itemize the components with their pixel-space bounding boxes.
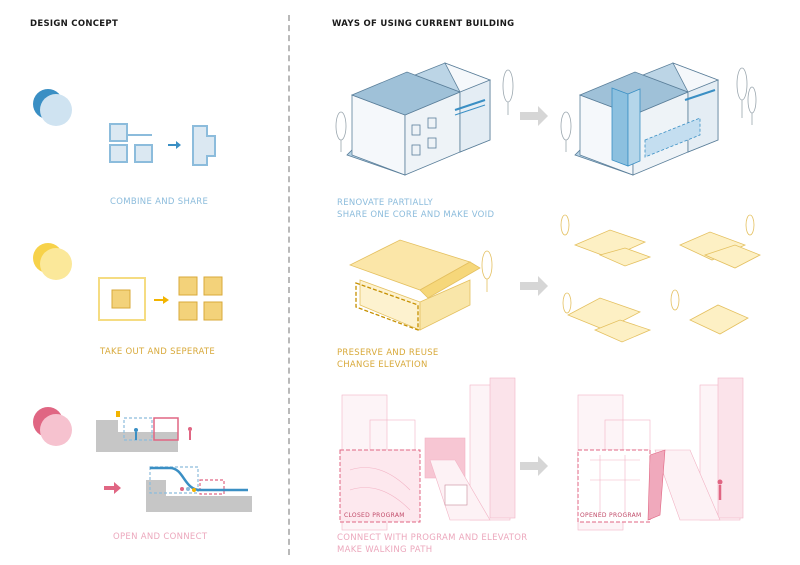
open-arrow-icon xyxy=(104,482,121,494)
concept-caption-connect: OPEN AND CONNECT xyxy=(113,532,208,542)
tree-icon xyxy=(481,250,493,280)
opened-program-tag: OPENED PROGRAM xyxy=(580,512,642,519)
section-divider xyxy=(288,15,290,555)
concept-caption-combine: COMBINE AND SHARE xyxy=(110,197,209,207)
way-caption-renovate: RENOVATE PARTIALLY SHARE ONE CORE AND MA… xyxy=(337,198,495,220)
tree-icon xyxy=(736,67,748,101)
concept-caption-separate: TAKE OUT AND SEPERATE xyxy=(100,347,216,357)
building-before-illustration xyxy=(346,62,492,176)
tree-icon xyxy=(502,69,514,103)
tree-icon xyxy=(335,111,347,141)
separate-diagram xyxy=(98,276,223,321)
yellow-overlap-circles xyxy=(33,243,72,280)
design-concept-heading: DESIGN CONCEPT xyxy=(30,19,119,29)
transform-arrow-icon xyxy=(520,106,548,126)
exploded-house-trees xyxy=(560,214,755,314)
street-after-illustration xyxy=(577,377,744,531)
separate-arrow-icon xyxy=(154,296,169,304)
tree-icon xyxy=(560,111,572,141)
house-illustration xyxy=(348,239,481,331)
building-after-illustration xyxy=(574,62,720,176)
open-diagram-after xyxy=(146,466,252,512)
way-caption-connect: CONNECT WITH PROGRAM AND ELEVATOR MAKE W… xyxy=(337,533,528,555)
transform-arrow-icon xyxy=(520,276,548,296)
exploded-houses-illustration xyxy=(567,229,761,343)
way-caption-preserve: PRESERVE AND REUSE CHANGE ELEVATION xyxy=(337,348,439,370)
ways-of-using-heading: WAYS OF USING CURRENT BUILDING xyxy=(332,19,515,29)
combine-diagram xyxy=(109,123,216,166)
closed-program-tag: CLOSED PROGRAM xyxy=(344,512,405,519)
transform-arrow-icon xyxy=(520,456,548,476)
combine-arrow-icon xyxy=(168,141,181,149)
street-before-illustration xyxy=(339,377,516,531)
pink-overlap-circles xyxy=(33,407,72,446)
blue-overlap-circles xyxy=(33,89,72,126)
open-diagram-before xyxy=(96,411,192,452)
